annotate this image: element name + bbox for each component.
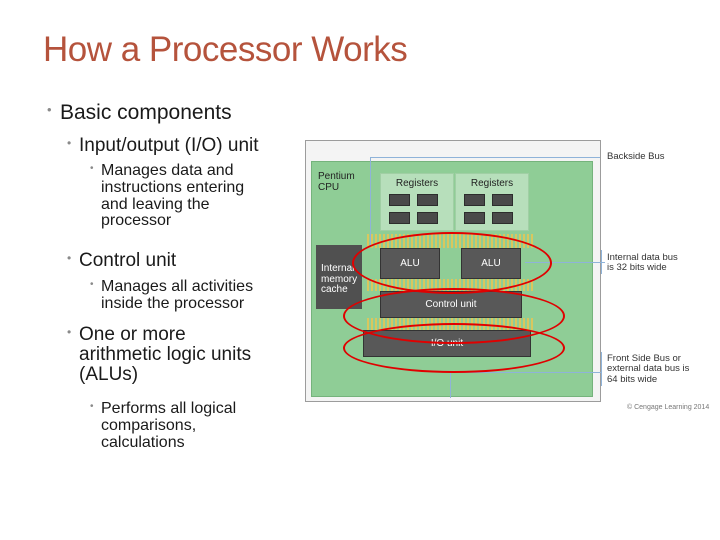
register-chip — [492, 212, 513, 224]
front-side-bus-leader — [601, 352, 602, 386]
cache-label-line: memory — [321, 273, 358, 285]
register-chip — [417, 194, 438, 206]
registers-box-left: Registers — [380, 173, 454, 231]
bullet-io-desc: • Manages data and instructions entering… — [90, 162, 245, 230]
cpu-label-line: CPU — [318, 181, 340, 193]
bullet-alu-desc: • Performs all logical comparisons, calc… — [90, 400, 237, 451]
internal-bus-leader — [601, 250, 602, 274]
bullet-line: comparisons, — [101, 416, 197, 434]
bullet-dot: • — [90, 163, 94, 174]
bullet-io-unit: • Input/output (I/O) unit — [67, 135, 259, 156]
bullet-line: (ALUs) — [79, 363, 139, 385]
alu-highlight-ellipse — [352, 232, 552, 294]
callout-line: Front Side Bus or — [607, 353, 681, 364]
processor-diagram: Pentium CPU Registers Registers Internal… — [305, 140, 715, 418]
bullet-dot: • — [47, 102, 52, 117]
callout-line: is 32 bits wide — [607, 262, 667, 274]
bullet-list: • Basic components • Input/output (I/O) … — [0, 0, 300, 540]
bullet-line: Performs all logical — [101, 400, 237, 417]
bullet-text: Basic components — [60, 101, 232, 124]
register-chip — [417, 212, 438, 224]
bullet-line: and leaving the — [101, 195, 210, 213]
cache-label: Internal memory cache — [321, 263, 358, 296]
cache-label-line: cache — [321, 284, 348, 295]
callout-line: Internal data bus — [607, 252, 678, 263]
bullet-dot: • — [90, 401, 94, 412]
bullet-dot: • — [67, 251, 72, 265]
registers-label: Registers — [470, 178, 514, 189]
bullet-line: processor — [101, 212, 172, 230]
bullet-line: Manages all activities — [101, 278, 254, 295]
backside-bus-leader — [370, 157, 600, 158]
copyright-notice: © Cengage Learning 2014 — [627, 404, 710, 411]
bullet-dot: • — [67, 325, 72, 339]
bullet-line: instructions entering — [101, 178, 245, 196]
cache-label-line: Internal — [321, 263, 355, 274]
bullet-line: inside the processor — [101, 294, 245, 312]
bullet-dot: • — [67, 136, 72, 150]
cpu-label-line: Pentium — [318, 171, 355, 182]
register-chip — [389, 212, 410, 224]
internal-bus-leader — [525, 262, 605, 263]
registers-box-right: Registers — [455, 173, 529, 231]
bullet-control-desc: • Manages all activities inside the proc… — [90, 278, 254, 313]
front-side-bus-callout: Front Side Bus or external data bus is 6… — [607, 353, 690, 385]
register-chip — [389, 194, 410, 206]
register-chip — [492, 194, 513, 206]
bullet-alu: • One or more arithmetic logic units (AL… — [67, 324, 252, 385]
front-side-bus-leader — [450, 372, 451, 398]
register-chip — [464, 212, 485, 224]
bullet-basic-components: • Basic components — [47, 101, 232, 124]
bullet-text: Control unit — [79, 250, 177, 271]
bullet-line: calculations — [101, 433, 185, 451]
register-chip — [464, 194, 485, 206]
io-unit-highlight-ellipse — [343, 323, 565, 373]
bullet-line: One or more — [79, 324, 186, 345]
internal-bus-callout: Internal data bus is 32 bits wide — [607, 252, 678, 274]
slide-title: How a Processor Works — [43, 30, 408, 69]
bullet-dot: • — [90, 279, 94, 290]
bullet-control-unit: • Control unit — [67, 250, 177, 271]
callout-line: 64 bits wide — [607, 373, 658, 385]
bullet-text: Input/output (I/O) unit — [79, 135, 259, 156]
backside-bus-leader — [370, 157, 371, 245]
backside-bus-callout: Backside Bus — [607, 151, 665, 162]
bullet-line: Manages data and — [101, 162, 234, 179]
registers-label: Registers — [395, 178, 439, 189]
callout-line: external data bus is — [607, 363, 690, 375]
bullet-line: arithmetic logic units — [79, 343, 252, 365]
cpu-label: Pentium CPU — [318, 171, 355, 193]
front-side-bus-leader — [450, 372, 602, 373]
